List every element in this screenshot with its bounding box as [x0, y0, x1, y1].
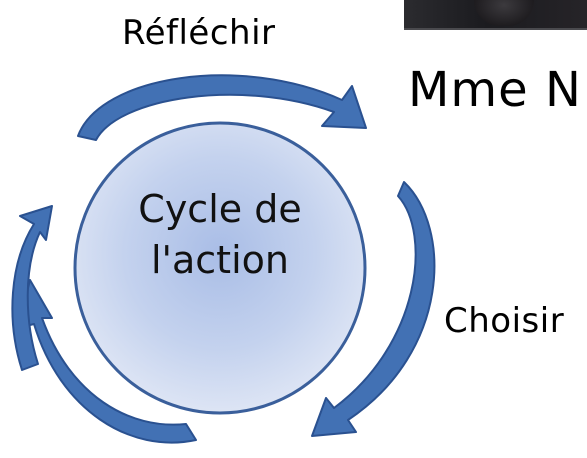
arrow-left	[11, 205, 53, 371]
cycle-center-circle	[73, 121, 367, 415]
arrow-bottom	[17, 279, 197, 444]
arrow-right	[311, 181, 436, 437]
step-label-reflect: Réfléchir	[122, 13, 276, 53]
cycle-center-title: Cycle de l'action	[90, 184, 350, 287]
step-label-choose: Choisir	[444, 301, 565, 341]
cycle-title-line-2: l'action	[151, 238, 289, 283]
cycle-title-line-1: Cycle de	[138, 187, 302, 231]
author-name: Mme N	[408, 62, 582, 118]
author-photo	[404, 0, 587, 30]
arrow-top	[77, 74, 367, 141]
